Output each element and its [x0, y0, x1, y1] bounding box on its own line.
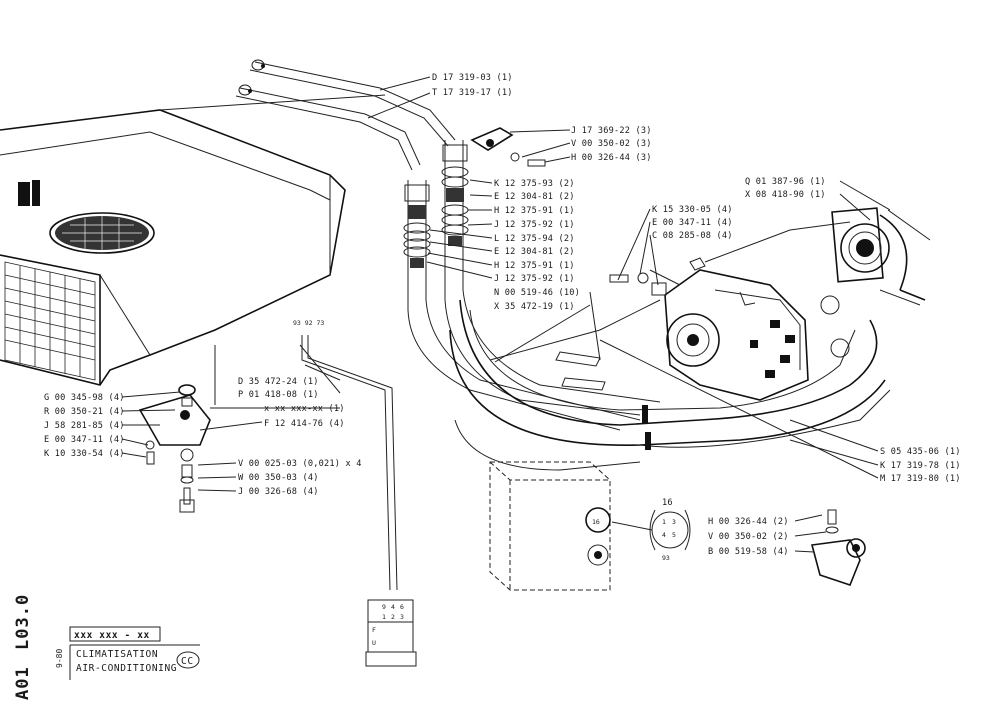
label-c08285: C 08 285-08 (4) — [652, 231, 733, 241]
label-v00350-02-3: V 00 350-02 (3) — [571, 139, 652, 149]
label-t17319: T 17 319-17 (1) — [432, 88, 513, 98]
label-k12375-93: K 12 375-93 (2) — [494, 179, 575, 189]
sheet-title-fr: CLIMATISATION — [76, 649, 158, 660]
label-e12304-81-a: E 12 304-81 (2) — [494, 192, 575, 202]
label-x08418: X 08 418-90 (1) — [745, 190, 826, 200]
label-n00519: N 00 519-46 (10) — [494, 288, 580, 298]
cable-ties — [555, 351, 606, 391]
svg-text:4: 4 — [391, 603, 395, 611]
sheet-badge: CC — [181, 656, 194, 667]
sheet-title-en: AIR-CONDITIONING — [76, 663, 177, 674]
label-j58281: J 58 281-85 (4) — [44, 421, 125, 431]
label-x35472: X 35 472-19 (1) — [494, 302, 575, 312]
label-h00326-44-3: H 00 326-44 (3) — [571, 153, 652, 163]
sheet-code-b: L03.0 — [13, 594, 33, 650]
label-q01387: Q 01 387-96 (1) — [745, 177, 826, 187]
ac-unit-housing — [0, 94, 386, 386]
mount-hardware-left — [138, 384, 211, 513]
label-v00025: V 00 025-03 (0,021) x 4 — [238, 459, 362, 469]
label-d17319: D 17 319-03 (1) — [432, 73, 513, 83]
label-b00519: B 00 519-58 (4) — [708, 547, 789, 557]
label-k15330: K 15 330-05 (4) — [652, 205, 733, 215]
mount-hardware-right — [810, 509, 866, 586]
sheet-date: 9-80 — [55, 649, 64, 668]
clutch-wire — [704, 221, 851, 263]
label-j12375-92-a: J 12 375-92 (1) — [494, 220, 575, 230]
svg-text:5: 5 — [672, 531, 676, 539]
label-p01418: P 01 418-08 (1) — [238, 390, 319, 400]
loom-pins: 93 92 73 — [293, 319, 324, 327]
return-hoses — [449, 299, 891, 471]
label-g00345: G 00 345-98 (4) — [44, 393, 125, 403]
svg-text:3: 3 — [672, 518, 676, 526]
label-h12375-91-a: H 12 375-91 (1) — [494, 206, 575, 216]
pin-16-callout: 16 — [662, 498, 673, 508]
sheet-code-a: A01 — [13, 666, 33, 700]
svg-text:9: 9 — [382, 603, 386, 611]
svg-text:4: 4 — [662, 531, 666, 539]
label-e12304-81-b: E 12 304-81 (2) — [494, 247, 575, 257]
label-h12375-91-b: H 12 375-91 (1) — [494, 261, 575, 271]
svg-text:6: 6 — [400, 603, 404, 611]
label-r00350: R 00 350-21 (4) — [44, 407, 125, 417]
label-d35472: D 35 472-24 (1) — [238, 377, 319, 387]
svg-text:F: F — [372, 626, 376, 634]
fitting-stack-right — [441, 140, 661, 416]
svg-text:U: U — [372, 639, 376, 647]
label-j00326: J 00 326-68 (4) — [238, 487, 319, 497]
clutch-pulley — [831, 207, 931, 306]
fitting-stack-left — [403, 180, 641, 431]
control-box: 16 — [489, 461, 611, 591]
part-labels: D 17 319-03 (1) T 17 319-17 (1) J 17 369… — [44, 73, 961, 557]
label-m17319: M 17 319-80 (1) — [880, 474, 961, 484]
hose-lines — [235, 59, 456, 171]
svg-text:1: 1 — [662, 518, 666, 526]
leader-lines — [121, 76, 891, 553]
label-j12375-92-b: J 12 375-92 (1) — [494, 274, 575, 284]
sheet-serial: xxx xxx - xx — [74, 630, 150, 641]
connector-16-label: 16 — [592, 518, 600, 526]
title-block: A01 L03.0 9-80 xxx xxx - xx CLIMATISATIO… — [13, 594, 200, 700]
label-h00326-44-2: H 00 326-44 (2) — [708, 517, 789, 527]
hose-clamp — [470, 127, 546, 167]
label-e00347-4: E 00 347-11 (4) — [652, 218, 733, 228]
label-v00350-02-2: V 00 350-02 (2) — [708, 532, 789, 542]
svg-text:1: 1 — [382, 613, 386, 621]
svg-text:2: 2 — [391, 613, 395, 621]
compressor-fittings — [609, 257, 850, 358]
label-k17319: K 17 319-78 (1) — [880, 461, 961, 471]
compressor — [649, 269, 809, 401]
label-k10330: K 10 330-54 (4) — [44, 449, 125, 459]
svg-text:3: 3 — [400, 613, 404, 621]
harness-wire — [489, 299, 661, 361]
label-xxx: x xx xxx-xx (1) — [264, 404, 345, 414]
label-w00350: W 00 350-03 (4) — [238, 473, 319, 483]
pin-93-callout: 93 — [662, 554, 670, 562]
label-j17369: J 17 369-22 (3) — [571, 126, 652, 136]
label-l12375-94: L 12 375-94 (2) — [494, 234, 575, 244]
label-s05435: S 05 435-06 (1) — [880, 447, 961, 457]
label-e00347-4b: E 00 347-11 (4) — [44, 435, 125, 445]
label-f12414: F 12 414-76 (4) — [264, 419, 345, 429]
